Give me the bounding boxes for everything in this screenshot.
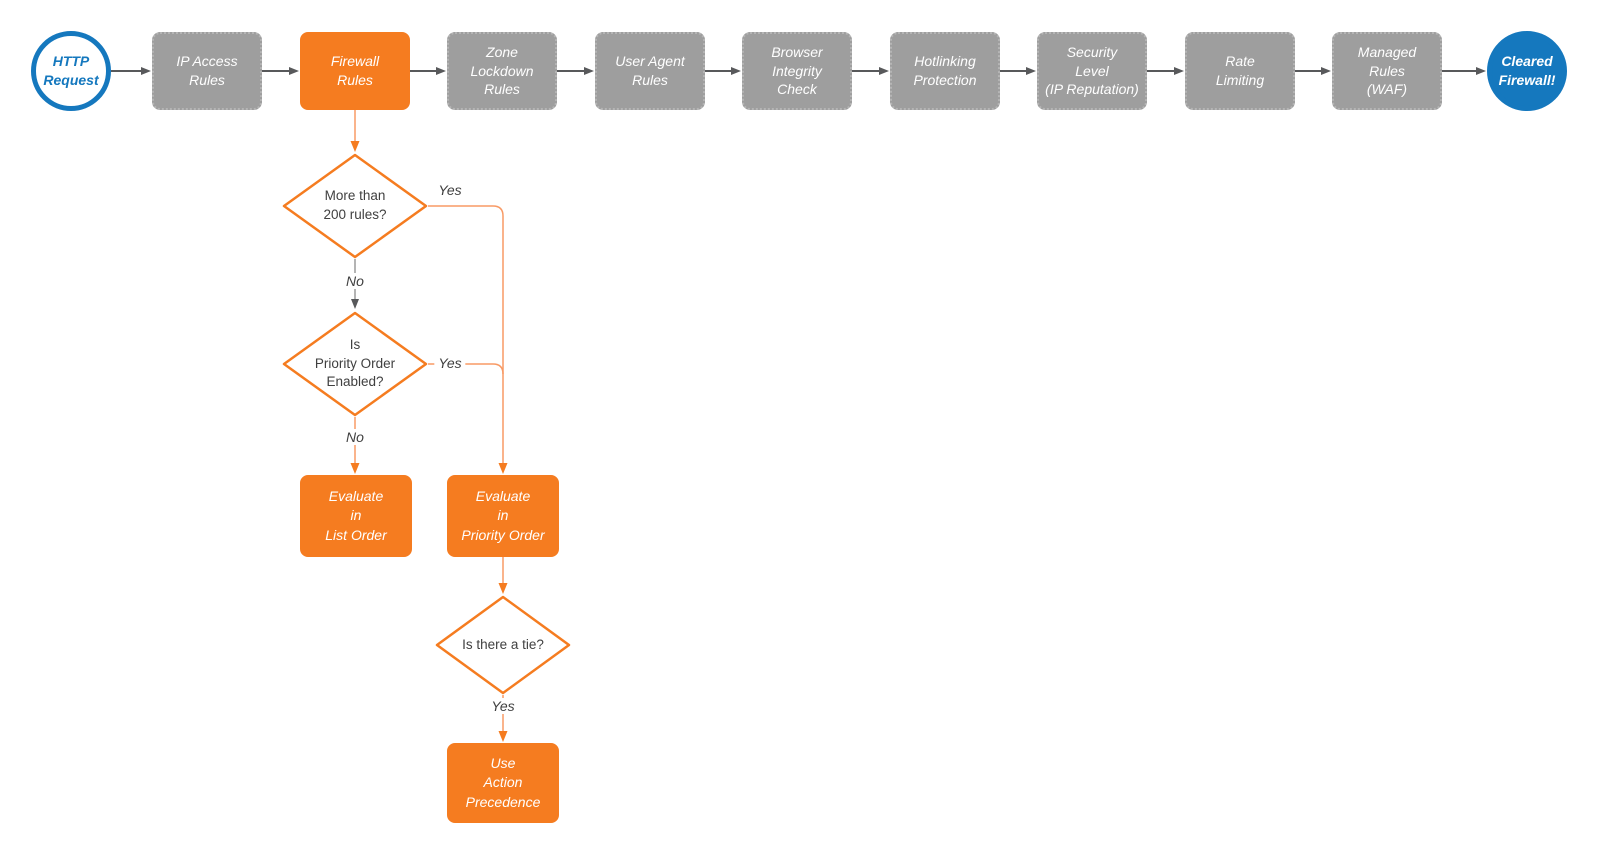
stage-label: Rate Limiting bbox=[1215, 53, 1265, 88]
stage-label: IP Access Rules bbox=[176, 53, 238, 88]
stage-label: Security Level (IP Reputation) bbox=[1045, 43, 1139, 98]
node-http-request: HTTP Request bbox=[31, 31, 111, 111]
action-label: Use Action Precedence bbox=[465, 754, 541, 810]
stage-managed-rules-waf: Managed Rules (WAF) bbox=[1332, 32, 1442, 110]
edge-label-no-priority: No bbox=[342, 429, 368, 445]
stage-browser-integrity-check: Browser Integrity Check bbox=[742, 32, 852, 110]
cleared-firewall-label: Cleared Firewall! bbox=[1498, 53, 1556, 88]
edge-label-no-rules: No bbox=[342, 273, 368, 289]
edge-label-yes-tie: Yes bbox=[487, 698, 519, 714]
decision-more-than-200-rules: More than 200 rules? bbox=[282, 153, 428, 259]
stage-zone-lockdown-rules: Zone Lockdown Rules bbox=[447, 32, 557, 110]
decision-label: More than 200 rules? bbox=[323, 188, 387, 222]
decision-label: Is Priority Order Enabled? bbox=[314, 336, 396, 390]
stage-label: Zone Lockdown Rules bbox=[470, 43, 534, 98]
edge-label-yes-priority: Yes bbox=[434, 355, 466, 371]
action-use-action-precedence: Use Action Precedence bbox=[447, 743, 559, 823]
diamond-shape bbox=[282, 311, 428, 417]
edge-label-yes-rules: Yes bbox=[434, 182, 466, 198]
stage-firewall-rules: Firewall Rules bbox=[300, 32, 410, 110]
stage-security-level: Security Level (IP Reputation) bbox=[1037, 32, 1147, 110]
diamond-shape bbox=[282, 153, 428, 259]
stage-rate-limiting: Rate Limiting bbox=[1185, 32, 1295, 110]
action-label: Evaluate in Priority Order bbox=[461, 487, 545, 543]
node-cleared-firewall: Cleared Firewall! bbox=[1487, 31, 1567, 111]
stage-label: Hotlinking Protection bbox=[913, 53, 977, 88]
action-label: Evaluate in List Order bbox=[325, 487, 387, 543]
decision-is-there-a-tie: Is there a tie? bbox=[435, 595, 571, 695]
stage-label: Browser Integrity Check bbox=[771, 43, 823, 98]
stage-label: User Agent Rules bbox=[615, 53, 685, 88]
stage-ip-access-rules: IP Access Rules bbox=[152, 32, 262, 110]
decision-priority-order-enabled: Is Priority Order Enabled? bbox=[282, 311, 428, 417]
stage-label: Firewall Rules bbox=[330, 53, 380, 88]
stage-user-agent-rules: User Agent Rules bbox=[595, 32, 705, 110]
decision-label: Is there a tie? bbox=[462, 636, 544, 652]
action-evaluate-priority-order: Evaluate in Priority Order bbox=[447, 475, 559, 557]
http-request-label: HTTP Request bbox=[43, 53, 99, 88]
action-evaluate-list-order: Evaluate in List Order bbox=[300, 475, 412, 557]
stage-hotlinking-protection: Hotlinking Protection bbox=[890, 32, 1000, 110]
diamond-shape bbox=[435, 595, 571, 695]
stage-label: Managed Rules (WAF) bbox=[1357, 43, 1417, 98]
